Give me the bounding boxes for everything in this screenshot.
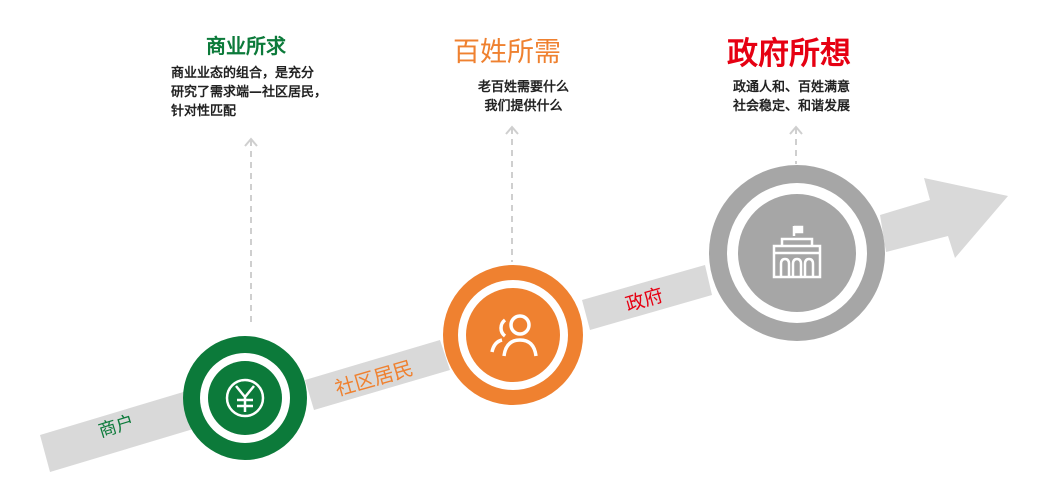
- arrow-segment-3: [582, 265, 712, 330]
- connector-arrowhead-3: [789, 125, 803, 135]
- description-line: 老百姓需要什么: [478, 80, 570, 95]
- heading-government-goals: 政府所想: [727, 36, 851, 72]
- description-line: 我们提供什么: [484, 99, 563, 114]
- description-residents: 老百姓需要什么 我们提供什么: [478, 78, 569, 116]
- government-node: [709, 165, 885, 341]
- connector-arrowhead-1: [244, 137, 258, 147]
- heading-business-needs: 商业所求: [206, 34, 286, 58]
- description-government: 政通人和、百姓满意 社会稳定、和谐发展: [733, 78, 850, 116]
- description-line: 社会稳定、和谐发展: [733, 99, 851, 114]
- building-icon: [772, 225, 822, 279]
- description-business: 商业业态的组合，是充分 研究了需求端—社区居民， 针对性匹配: [171, 64, 327, 121]
- connector-arrowhead-2: [505, 125, 519, 135]
- people-icon: [490, 314, 538, 357]
- description-line: 商业业态的组合，是充分: [171, 66, 315, 81]
- heading-residents-needs: 百姓所需: [453, 37, 561, 68]
- arrow-segment-4: [880, 178, 1008, 258]
- description-line: 针对性匹配: [171, 104, 237, 119]
- residents-node: [443, 265, 583, 405]
- merchant-node: [183, 336, 307, 460]
- description-line: 政通人和、百姓满意: [733, 80, 851, 95]
- yuan-icon: [225, 378, 265, 418]
- arrow-segment-1: [40, 390, 200, 472]
- description-line: 研究了需求端—社区居民，: [171, 85, 328, 100]
- arrow-segment-2: [305, 340, 450, 410]
